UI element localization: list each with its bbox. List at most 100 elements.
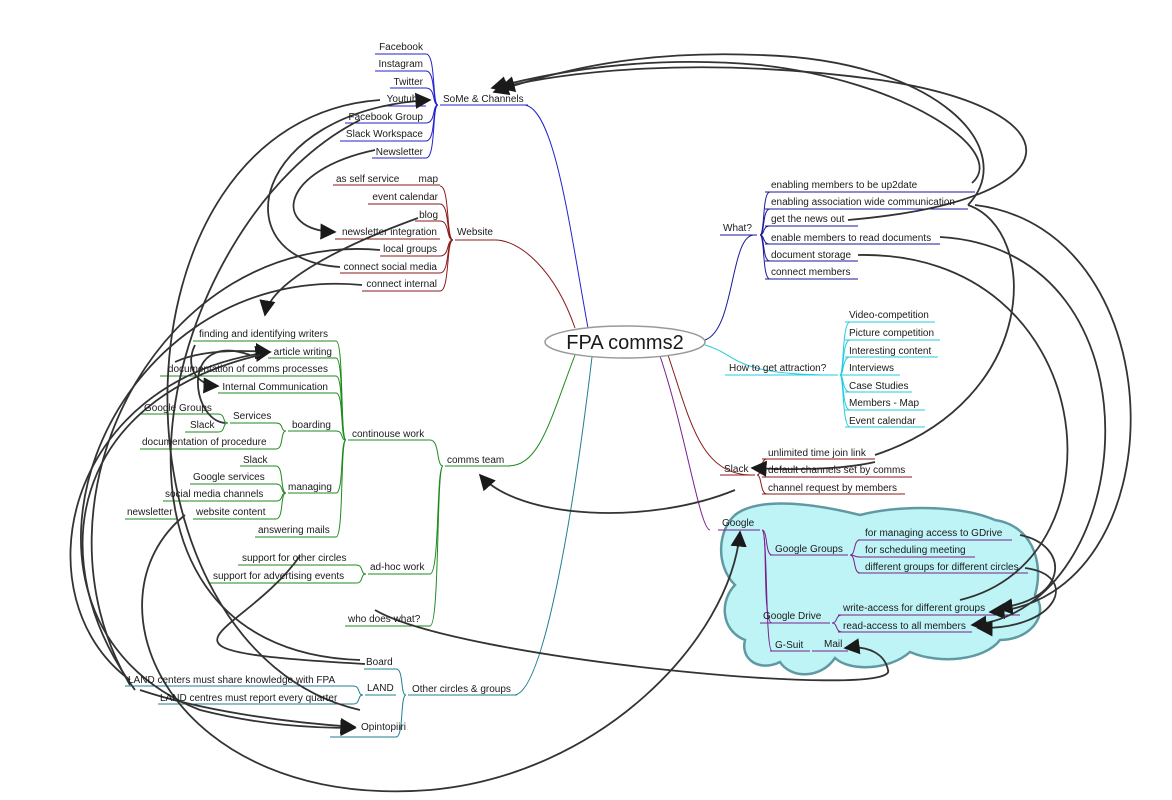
node-google[interactable]: Google xyxy=(722,518,755,529)
node-interviews[interactable]: Interviews xyxy=(849,363,894,374)
node-doc-procedure[interactable]: documentation of procedure xyxy=(142,437,267,448)
link-assocwide-some xyxy=(492,53,985,206)
node-continouse-work[interactable]: continouse work xyxy=(352,429,425,440)
node-doc-comms[interactable]: documentation of comms processes xyxy=(168,364,328,375)
node-other-circles[interactable]: Other circles & groups xyxy=(412,684,511,695)
node-connect-members[interactable]: connect members xyxy=(771,267,850,278)
node-picture-comp[interactable]: Picture competition xyxy=(849,328,934,339)
link-land-article xyxy=(69,345,272,681)
node-blog[interactable]: blog xyxy=(419,210,438,221)
node-support-events[interactable]: support for advertising events xyxy=(213,571,344,582)
node-slack-b[interactable]: Slack xyxy=(190,420,215,431)
node-members-map[interactable]: Members - Map xyxy=(849,398,919,409)
link-googlegroups-slack xyxy=(197,349,251,424)
node-google-groups[interactable]: Google Groups xyxy=(775,544,843,555)
node-assoc-wide[interactable]: enabling association wide communication xyxy=(771,197,955,208)
node-answering-mails[interactable]: answering mails xyxy=(258,525,330,536)
node-attraction[interactable]: How to get attraction? xyxy=(729,363,827,374)
node-board[interactable]: Board xyxy=(366,657,393,668)
node-mail[interactable]: Mail xyxy=(824,639,842,650)
node-article-writing[interactable]: article writing xyxy=(274,347,332,358)
branch-google xyxy=(659,355,711,531)
link-newsletter-blog xyxy=(292,149,376,240)
link-supportcircles-board xyxy=(216,555,366,665)
node-internal-comm[interactable]: Internal Communication xyxy=(222,382,328,393)
link-blog-finding xyxy=(259,217,419,317)
node-land-report[interactable]: LAND centres must report every quarter xyxy=(160,693,338,704)
node-land[interactable]: LAND xyxy=(367,683,394,694)
node-connect-internal[interactable]: connect internal xyxy=(366,279,437,290)
node-slack-m[interactable]: Slack xyxy=(243,455,268,466)
link-whodoeswhat-mail xyxy=(374,609,889,682)
branch-team xyxy=(507,354,576,467)
node-instagram[interactable]: Instagram xyxy=(379,59,423,70)
node-map[interactable]: map xyxy=(419,174,439,185)
node-video-comp[interactable]: Video-competition xyxy=(849,310,929,321)
node-unlimited-join[interactable]: unlimited time join link xyxy=(768,448,867,459)
branch-some xyxy=(524,104,589,329)
node-local-groups[interactable]: local groups xyxy=(383,244,437,255)
node-support-circles[interactable]: support for other circles xyxy=(242,553,347,564)
link-docstorage-gdrive xyxy=(857,254,1069,601)
node-youtube[interactable]: Youtube xyxy=(387,94,424,105)
node-what[interactable]: What? xyxy=(723,223,752,234)
node-land-share[interactable]: LAND centers must share knowledge with F… xyxy=(128,675,335,686)
link-connectsocial-youtube xyxy=(267,92,432,268)
node-slack-workspace[interactable]: Slack Workspace xyxy=(346,129,424,140)
node-event-cal2[interactable]: Event calendar xyxy=(849,416,916,427)
link-fbgroup-board xyxy=(169,119,361,661)
node-who-does-what[interactable]: who does what? xyxy=(347,614,421,625)
node-some[interactable]: SoMe & Channels xyxy=(443,94,524,105)
node-newsletter[interactable]: Newsletter xyxy=(376,147,424,158)
node-adhoc[interactable]: ad-hoc work xyxy=(370,562,425,573)
root-label: FPA comms2 xyxy=(566,332,683,354)
google-cloud xyxy=(719,502,1042,676)
node-website-content[interactable]: website content xyxy=(195,507,266,518)
node-interesting[interactable]: Interesting content xyxy=(849,346,931,357)
node-write-access[interactable]: write-access for different groups xyxy=(842,603,985,614)
root-node[interactable] xyxy=(544,325,706,359)
node-news-out[interactable]: get the news out xyxy=(771,214,845,225)
node-read-access[interactable]: read-access to all members xyxy=(843,621,966,632)
node-gdrive-access[interactable]: for managing access to GDrive xyxy=(865,528,1003,539)
node-slack[interactable]: Slack xyxy=(724,464,749,475)
link-newsout-some xyxy=(498,66,1028,221)
node-event-calendar[interactable]: event calendar xyxy=(372,192,438,203)
branch-website xyxy=(494,239,576,329)
node-default-channels[interactable]: default channels set by comms xyxy=(768,465,905,476)
node-google-services[interactable]: Google services xyxy=(193,472,265,483)
node-gsuit[interactable]: G-Suit xyxy=(775,640,804,651)
node-doc-storage[interactable]: document storage xyxy=(771,250,851,261)
node-boarding[interactable]: boarding xyxy=(292,420,331,431)
node-social-media-channels[interactable]: social media channels xyxy=(165,489,263,500)
node-finding-writers[interactable]: finding and identifying writers xyxy=(199,329,328,340)
node-facebook[interactable]: Facebook xyxy=(379,42,424,53)
link-readdocs-gdrive-read xyxy=(939,236,1107,632)
node-as-self-service[interactable]: as self service xyxy=(336,174,400,185)
node-twitter[interactable]: Twitter xyxy=(394,77,424,88)
node-connect-social-media[interactable]: connect social media xyxy=(344,262,438,273)
node-services[interactable]: Services xyxy=(233,411,271,422)
node-google-groups-b[interactable]: Google Groups xyxy=(144,403,212,414)
link-diffgroups-write xyxy=(996,534,1056,615)
node-comms-team[interactable]: comms team xyxy=(447,455,504,466)
node-up2date[interactable]: enabling members to be up2date xyxy=(771,180,918,191)
node-managing[interactable]: managing xyxy=(288,482,332,493)
node-google-drive[interactable]: Google Drive xyxy=(763,611,822,622)
node-newsletter-integration[interactable]: newsletter integration xyxy=(342,227,437,238)
node-diff-groups[interactable]: different groups for different circles xyxy=(865,562,1019,573)
node-website[interactable]: Website xyxy=(457,227,493,238)
node-newsletter-m[interactable]: newsletter xyxy=(127,507,173,518)
link-diffgroups-read xyxy=(976,567,1057,637)
node-case-studies[interactable]: Case Studies xyxy=(849,381,908,392)
link-assocwide-gdrive-write xyxy=(974,204,1132,620)
node-opintopiiri[interactable]: Opintopiiri xyxy=(361,722,406,733)
node-facebook-group[interactable]: Facebook Group xyxy=(349,112,424,123)
node-channel-request[interactable]: channel request by members xyxy=(768,483,897,494)
branch-what xyxy=(704,234,755,341)
node-read-docs[interactable]: enable members to read documents xyxy=(771,233,931,244)
link-unlimited-slack xyxy=(750,460,876,477)
node-scheduling[interactable]: for scheduling meeting xyxy=(865,545,966,556)
link-landshare-article2 xyxy=(81,354,261,691)
